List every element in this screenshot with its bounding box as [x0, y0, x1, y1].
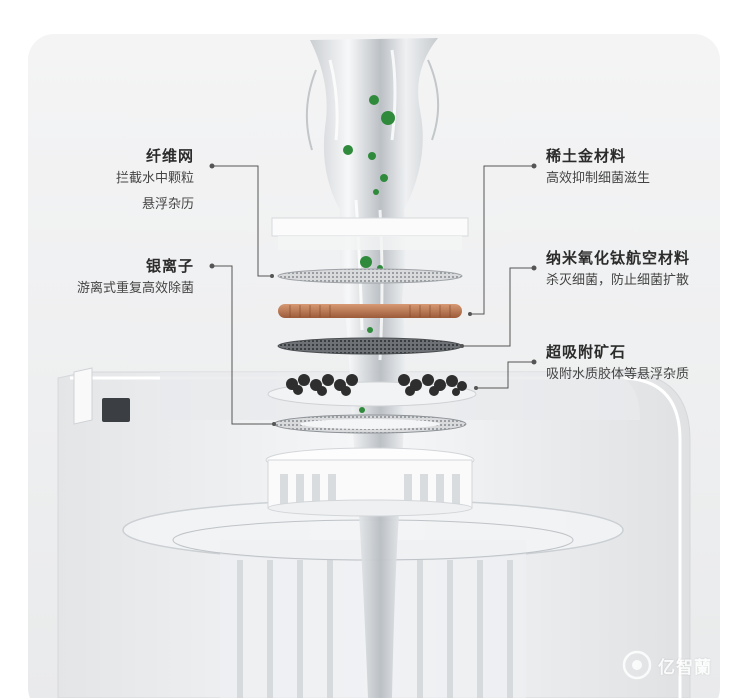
- filter-cartridge-base: [265, 447, 475, 517]
- nano-titanium-desc: 杀灭细菌，防止细菌扩散: [546, 273, 690, 288]
- water-stream: [305, 38, 440, 698]
- watermark-text: 亿智蘭: [658, 657, 712, 678]
- fiber-mesh-desc-1: 拦截水中颗粒: [115, 171, 194, 186]
- watermark: 亿智蘭: [622, 650, 712, 680]
- rare-earth-desc: 高效抑制细菌滋生: [546, 171, 651, 186]
- fiber-mesh-layer: [277, 268, 463, 284]
- fiber-mesh-desc-2: 悬浮杂历: [141, 197, 194, 212]
- logo-icon: [622, 650, 652, 680]
- nano-titanium-title: 纳米氧化钛航空材料: [546, 249, 691, 267]
- filter-top-cap: [271, 217, 469, 250]
- rare-earth-layer: [278, 304, 462, 318]
- silver-ion-desc: 游离式重复高效除菌: [76, 281, 194, 296]
- rare-earth-title: 稀土金材料: [546, 147, 627, 165]
- mineral-stone-layer: [267, 374, 477, 407]
- leader-lines: [212, 165, 534, 425]
- label-nano-titanium: 纳米氧化钛航空材料 杀灭细菌，防止细菌扩散: [546, 248, 690, 294]
- label-rare-earth: 稀土金材料 高效抑制细菌滋生: [546, 146, 650, 192]
- mineral-stone-desc: 吸附水质胶体等悬浮杂质: [546, 367, 690, 382]
- leader-dots: [209, 163, 537, 426]
- titanium-mesh-layer: [277, 337, 463, 355]
- mineral-stone-title: 超吸附矿石: [546, 343, 627, 361]
- silver-ion-title: 银离子: [145, 257, 194, 275]
- fiber-mesh-title: 纤维网: [145, 147, 194, 165]
- label-silver-ion: 银离子 游离式重复高效除菌: [77, 256, 194, 302]
- label-mineral-stone: 超吸附矿石 吸附水质胶体等悬浮杂质: [546, 342, 689, 388]
- display-panel: [102, 398, 130, 422]
- label-fiber-mesh: 纤维网 拦截水中颗粒 悬浮杂历: [116, 146, 194, 218]
- silver-ion-layer: [273, 414, 467, 434]
